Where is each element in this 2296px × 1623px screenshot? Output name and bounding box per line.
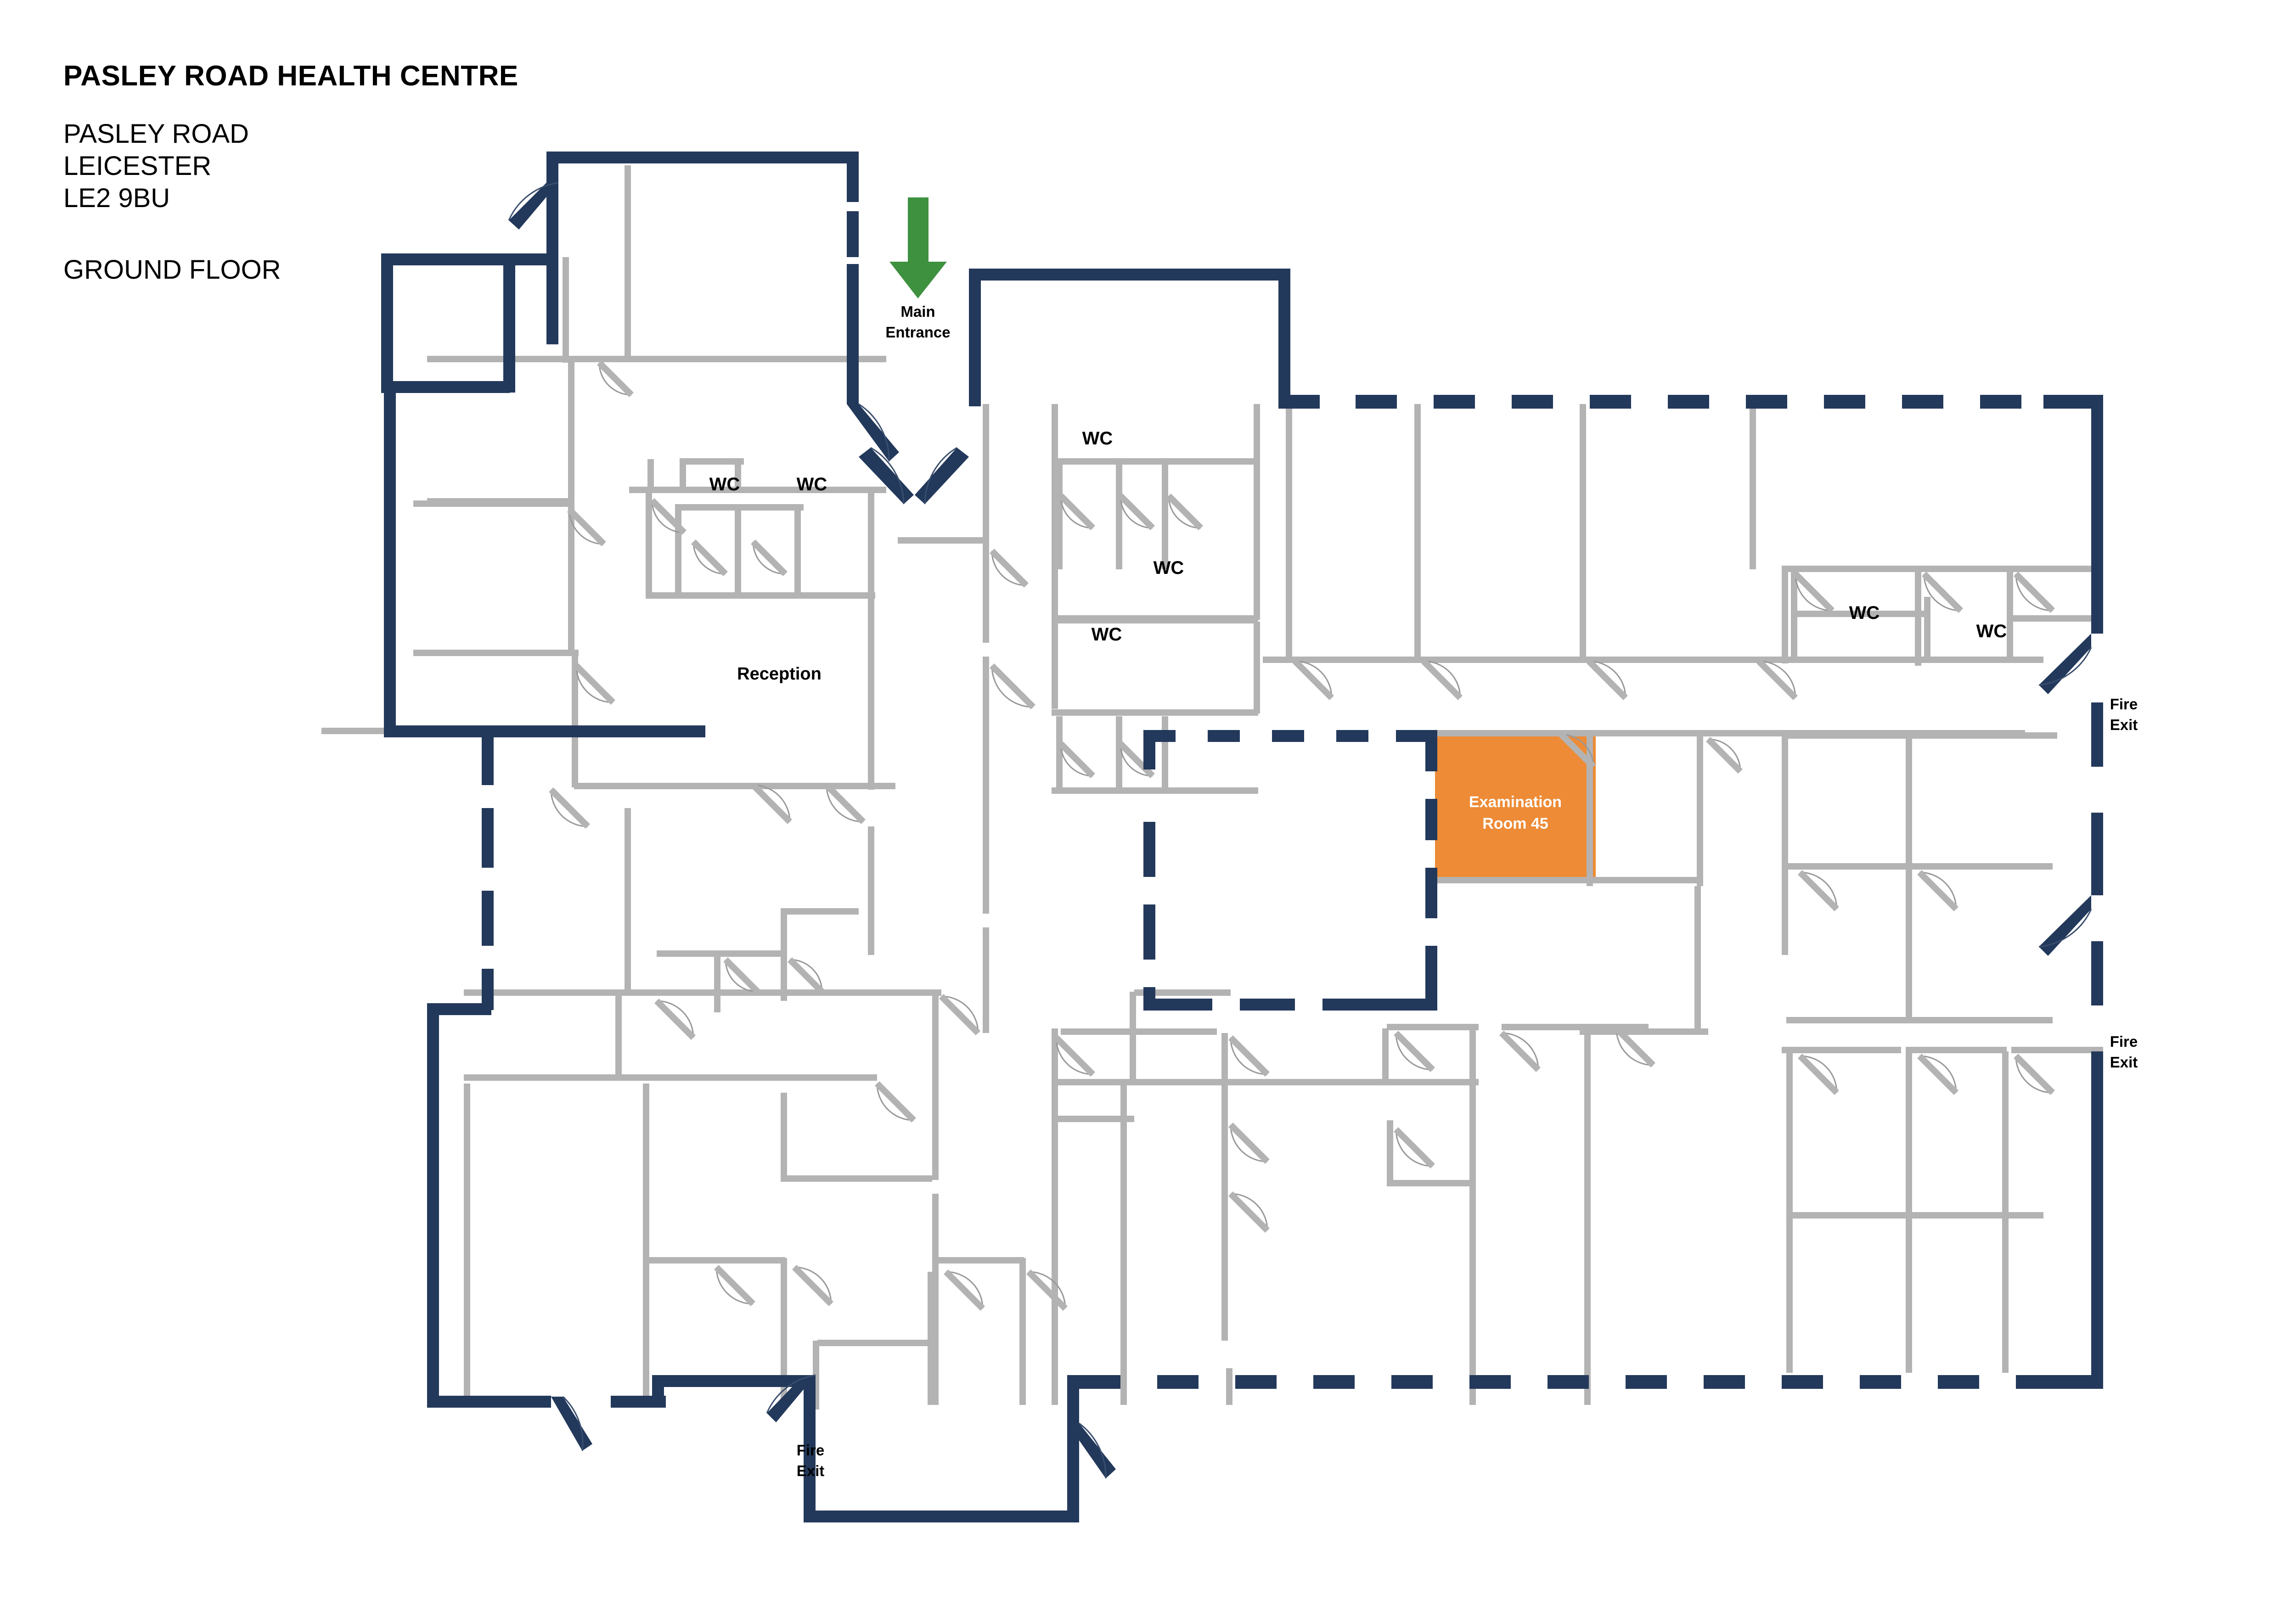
- interior-door-swings: [550, 362, 2053, 1309]
- wc-label-4: WC: [1154, 558, 1184, 578]
- interior-door-leaves: [549, 360, 2055, 1311]
- examination-room-45-label-line1: Examination: [1469, 793, 1562, 811]
- wc-label-6: WC: [1849, 603, 1880, 623]
- address-line-1: PASLEY ROAD: [63, 119, 249, 149]
- address-line-2: LEICESTER: [63, 151, 212, 181]
- reception-label: Reception: [737, 664, 822, 684]
- fire-exit-right-lower-line2: Exit: [2110, 1054, 2138, 1071]
- interior-walls: [321, 165, 2103, 1410]
- title-block: PASLEY ROAD HEALTH CENTRE PASLEY ROAD LE…: [63, 60, 706, 285]
- exterior-walls: [381, 152, 2103, 1522]
- address-line-3: LE2 9BU: [63, 183, 170, 213]
- wc-label-2: WC: [797, 474, 827, 494]
- examination-room-45-label-line2: Room 45: [1482, 815, 1548, 832]
- exterior-door-swings: [508, 182, 2092, 1479]
- floor-level-label: GROUND FLOOR: [63, 254, 281, 285]
- wc-label-7: WC: [1976, 621, 2007, 641]
- fire-exit-bottom-line1: Fire: [797, 1442, 825, 1459]
- wc-label-5: WC: [1092, 624, 1122, 645]
- main-entrance-arrow-icon: [889, 197, 947, 298]
- wc-label-1: WC: [709, 474, 740, 494]
- main-entrance-label-line1: Main: [900, 303, 935, 320]
- page-title: PASLEY ROAD HEALTH CENTRE: [63, 60, 518, 92]
- fire-exit-right-lower-line1: Fire: [2110, 1033, 2138, 1050]
- main-entrance-label-line2: Entrance: [885, 324, 950, 341]
- fire-exit-bottom-line2: Exit: [797, 1462, 825, 1479]
- wc-label-3: WC: [1082, 428, 1113, 449]
- fire-exit-right-upper-line2: Exit: [2110, 716, 2138, 733]
- examination-room-45-fill[interactable]: [1435, 735, 1596, 882]
- fire-exit-right-upper-line1: Fire: [2110, 696, 2138, 713]
